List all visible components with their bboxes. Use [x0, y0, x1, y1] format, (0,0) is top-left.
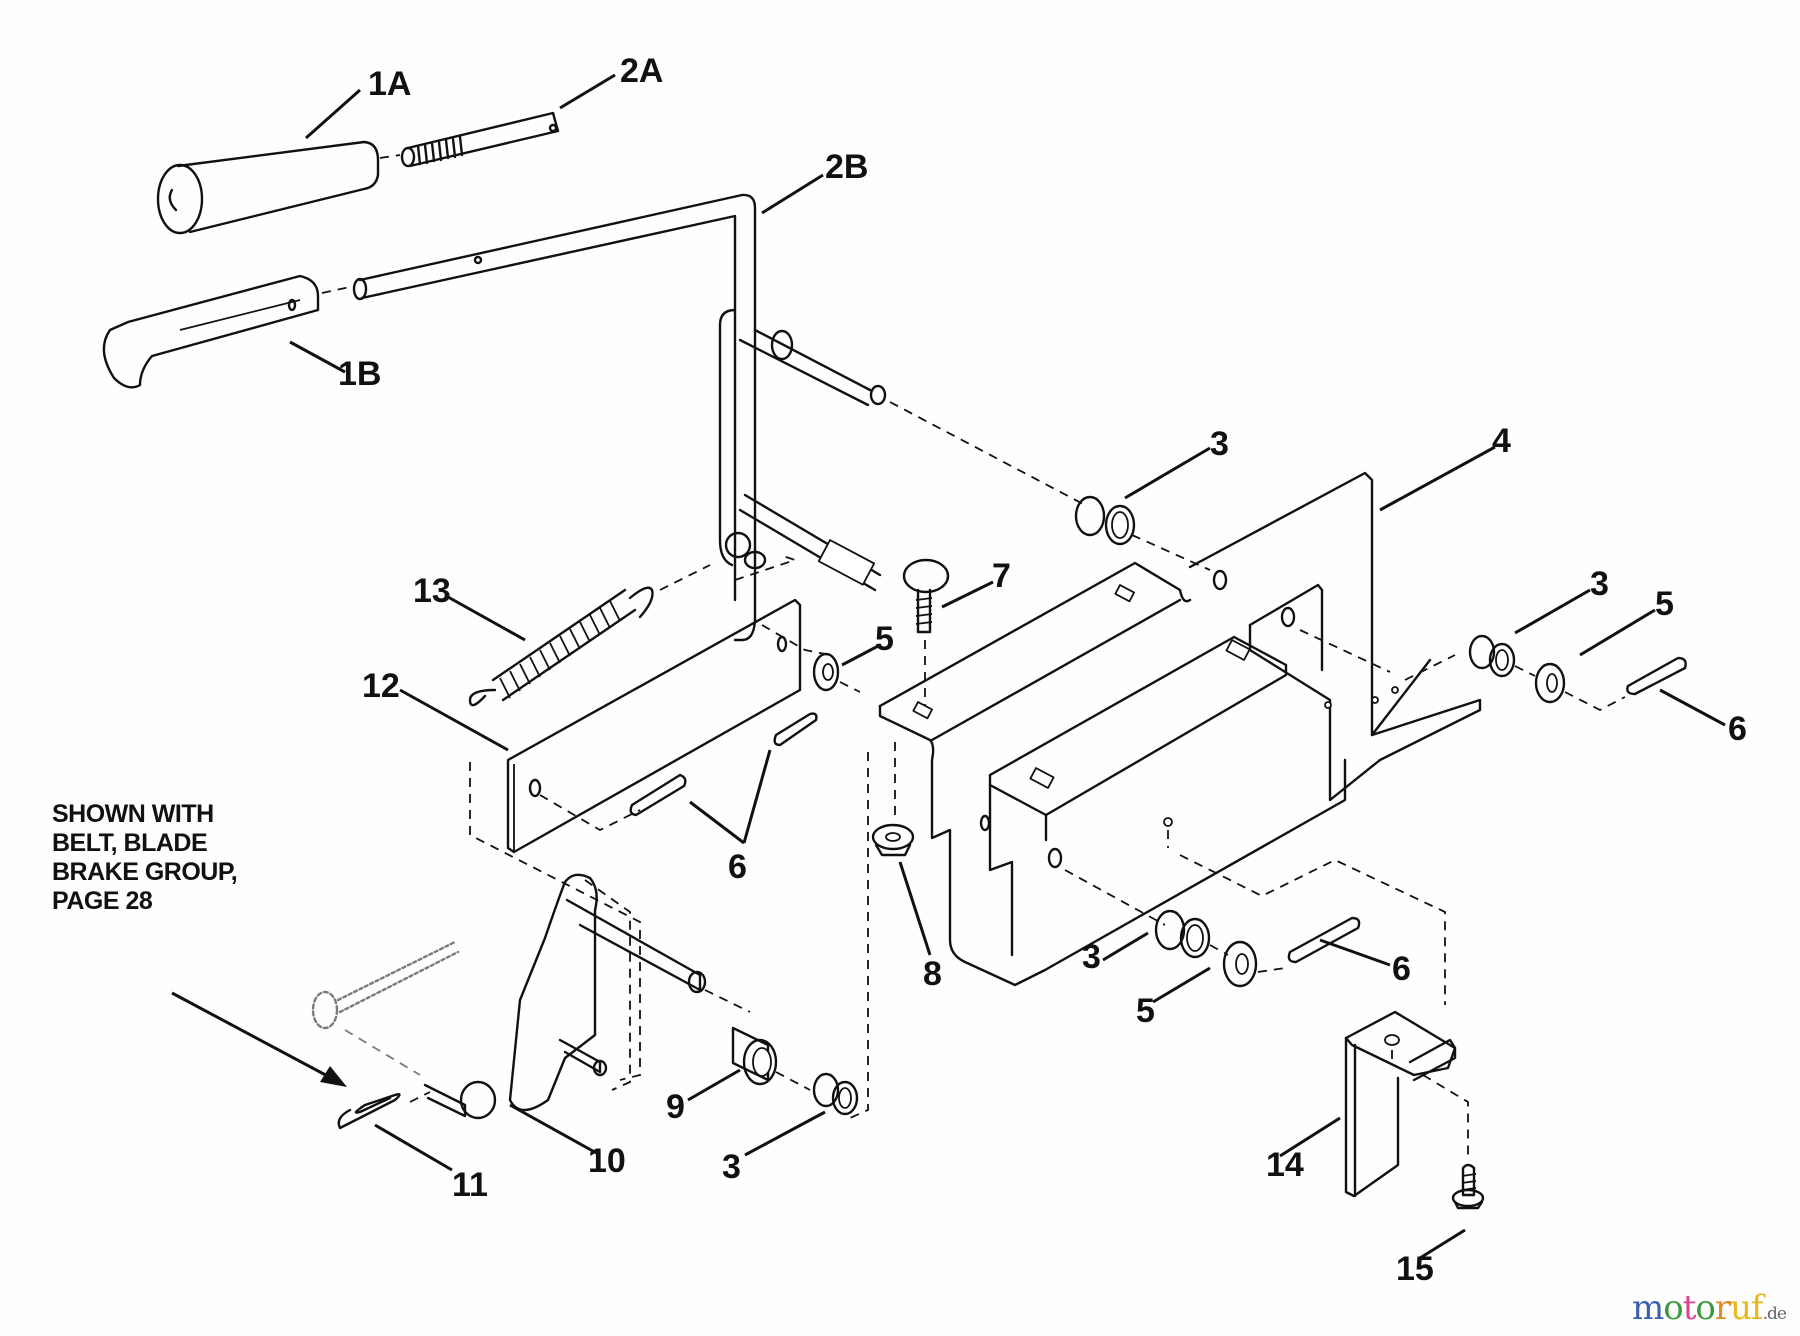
note-arrow	[171, 991, 347, 1087]
part-threaded-rod-2a	[400, 111, 560, 168]
callout-5-right: 5	[1655, 585, 1674, 623]
callout-10: 10	[588, 1142, 626, 1180]
callout-6-right: 6	[1728, 710, 1747, 748]
leader-lines	[289, 73, 1726, 1260]
note-line: BRAKE GROUP,	[52, 858, 238, 886]
watermark-letter: o	[1663, 1288, 1684, 1328]
callout-7: 7	[992, 557, 1011, 595]
part-spring	[468, 564, 711, 707]
part-mounting-bracket	[1188, 471, 1482, 802]
part-spacer	[731, 1026, 811, 1091]
callout-1b: 1B	[338, 355, 381, 393]
note-line: SHOWN WITH	[52, 800, 214, 828]
watermark-letter: r	[1714, 1288, 1731, 1328]
part-washer-mid	[812, 652, 861, 693]
callout-6-lower: 6	[1392, 950, 1411, 988]
callout-5-lower: 5	[1136, 992, 1155, 1030]
part-bushing-right	[1468, 634, 1536, 678]
callout-2b: 2B	[825, 148, 868, 186]
watermark-logo: motoruf.de	[1631, 1288, 1787, 1328]
reference-note: SHOWN WITH BELT, BLADE BRAKE GROUP, PAGE…	[52, 800, 238, 916]
part-channel-bracket	[878, 561, 1446, 1005]
part-bushing-bottom	[812, 1072, 859, 1116]
watermark-letter: m	[1631, 1288, 1664, 1328]
callout-13: 13	[413, 572, 451, 610]
part-washer-lower	[1222, 940, 1286, 988]
callout-8: 8	[923, 955, 942, 993]
callout-9: 9	[666, 1088, 685, 1126]
part-link-bar	[469, 554, 831, 1081]
part-bushing-top	[1074, 495, 1211, 571]
callout-14: 14	[1266, 1146, 1304, 1184]
part-brake-arm	[423, 873, 751, 1120]
callout-labels: 1A 2A 2B 1B 3 4 3 5 6 7 13 12 5 6 8 3 5 …	[338, 52, 1747, 1288]
part-screw	[1451, 1163, 1485, 1210]
callout-3-top: 3	[1210, 425, 1229, 463]
part-lock-nut	[849, 742, 915, 1119]
part-handle-1b	[102, 274, 351, 389]
callout-5-mid: 5	[875, 620, 894, 658]
callout-1a: 1A	[368, 65, 411, 103]
callout-3-bottom: 3	[722, 1148, 741, 1186]
watermark-letter: u	[1730, 1288, 1752, 1328]
part-grip-1a	[156, 140, 401, 235]
callout-3-right: 3	[1590, 565, 1609, 603]
part-cotter-pin-right	[1626, 656, 1687, 696]
watermark-letter: o	[1695, 1288, 1716, 1328]
callout-3-lower: 3	[1082, 938, 1101, 976]
part-belt-eye-reference	[311, 940, 460, 1076]
callout-6-mid: 6	[728, 848, 747, 886]
callout-4: 4	[1492, 422, 1511, 460]
part-washer-right	[1534, 662, 1626, 712]
watermark-letter: t	[1682, 1288, 1697, 1328]
part-carriage-bolt	[902, 558, 950, 705]
note-line: BELT, BLADE	[52, 829, 208, 857]
watermark-suffix: .de	[1762, 1304, 1787, 1324]
callout-12: 12	[362, 667, 400, 705]
part-lever-rod-2b	[352, 193, 1086, 642]
part-cotter-pin-lower	[1287, 916, 1361, 964]
watermark-letter: f	[1751, 1288, 1764, 1328]
callout-2a: 2A	[620, 52, 663, 90]
part-cotter-pin-mid	[629, 712, 818, 817]
part-stop-bracket	[1344, 1010, 1469, 1198]
note-line: PAGE 28	[52, 887, 153, 915]
callout-15: 15	[1396, 1250, 1434, 1288]
part-bushing-lower	[1064, 869, 1229, 959]
callout-11: 11	[452, 1166, 488, 1204]
part-hairpin-clip	[337, 1091, 431, 1130]
